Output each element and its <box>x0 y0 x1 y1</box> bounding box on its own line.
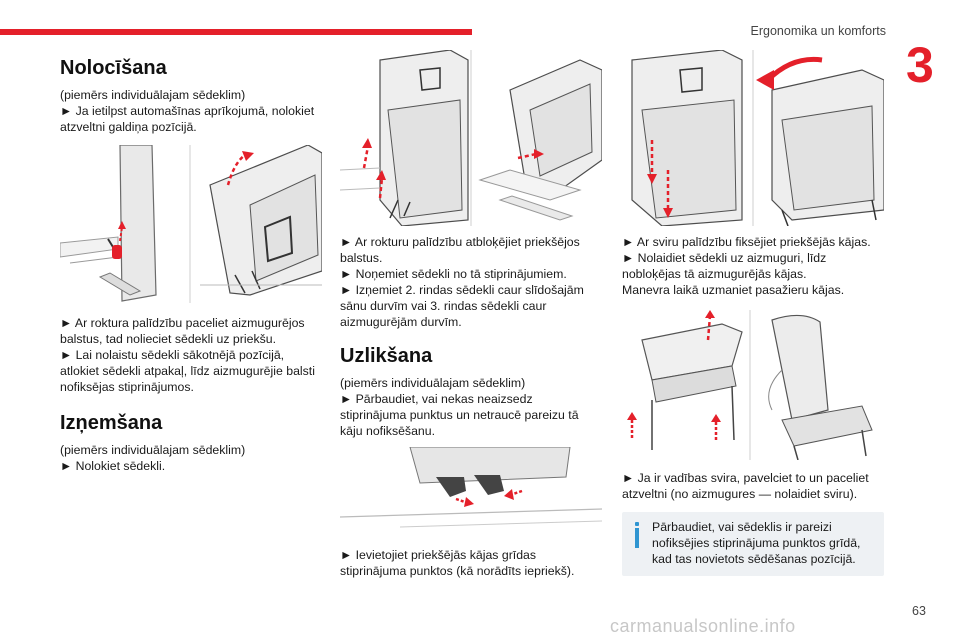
info-note: Pārbaudiet, vai sēdeklis ir pareizi nofi… <box>622 512 884 576</box>
text-example-2: (piemērs individuālajam sēdeklim) <box>60 443 246 457</box>
illustration-seat-lowered-back <box>756 56 884 226</box>
text-step-4: ► Nolokiet sēdekli. <box>60 459 166 473</box>
figure-installation <box>340 447 602 533</box>
text-step-11: ► Nolaidiet sēdekli uz aizmuguri, līdz n… <box>622 251 827 281</box>
figure-backrest <box>622 310 884 460</box>
text-step-9: ► Ievietojiet priekšējās kājas grīdas st… <box>340 548 575 578</box>
column-2: ► Ar rokturu palīdzību atbloķējiet priek… <box>340 50 602 579</box>
text-example-1: (piemērs individuālajam sēdeklim) <box>60 88 246 102</box>
text-step-5: ► Ar rokturu palīdzību atbloķējiet priek… <box>340 235 580 265</box>
illustration-seat-folding <box>200 145 322 296</box>
heading-folding: Nolocīšana <box>60 57 167 79</box>
illustration-upright-seat <box>768 314 873 460</box>
figure-removal <box>340 50 602 226</box>
column-3: ► Ar sviru palīdzību fiksējiet priekšējā… <box>622 50 884 576</box>
text-step-1: ► Ja ietilpst automašīnas aprīkojumā, no… <box>60 104 315 134</box>
figure-locking <box>622 50 884 226</box>
text-step-8: ► Pārbaudiet, vai nekas neaizsedz stipri… <box>340 392 579 438</box>
text-step-12: ► Ja ir vadības svira, pavelciet to un p… <box>622 471 869 501</box>
text-step-7: ► Izņemiet 2. rindas sēdekli caur slīdoš… <box>340 283 584 329</box>
illustration-seat-leg-lever <box>60 145 188 303</box>
column-1: Nolocīšana (piemērs individuālajam sēdek… <box>60 50 322 474</box>
illustration-seat-front-legs <box>340 50 469 226</box>
info-icon <box>630 519 644 549</box>
heading-installation: Uzlikšana <box>340 345 433 367</box>
text-step-3: ► Lai nolaistu sēdekli sākotnējā pozīcij… <box>60 348 315 394</box>
header-accent-bar <box>0 29 472 35</box>
text-example-3: (piemērs individuālajam sēdeklim) <box>340 376 526 390</box>
illustration-front-legs-lock <box>631 50 743 226</box>
text-caution: Manevra laikā uzmaniet pasažieru kājas. <box>622 283 845 297</box>
text-step-10: ► Ar sviru palīdzību fiksējiet priekšējā… <box>622 235 871 249</box>
heading-removal: Izņemšana <box>60 412 163 434</box>
text-step-2: ► Ar roktura palīdzību paceliet aizmugur… <box>60 316 305 346</box>
watermark: carmanualsonline.info <box>610 616 796 636</box>
illustration-floor-anchor <box>340 447 602 533</box>
chapter-number: 3 <box>906 37 934 93</box>
illustration-seat-lifted <box>478 59 602 221</box>
info-note-text: Pārbaudiet, vai sēdeklis ir pareizi nofi… <box>652 520 861 566</box>
text-step-6: ► Noņemiet sēdekli no tā stiprinājumiem. <box>340 267 567 281</box>
header-title: Ergonomika un komforts <box>750 24 886 38</box>
illustration-folded-seat <box>627 310 743 450</box>
page-number: 63 <box>912 604 926 618</box>
figure-folding <box>60 145 322 303</box>
